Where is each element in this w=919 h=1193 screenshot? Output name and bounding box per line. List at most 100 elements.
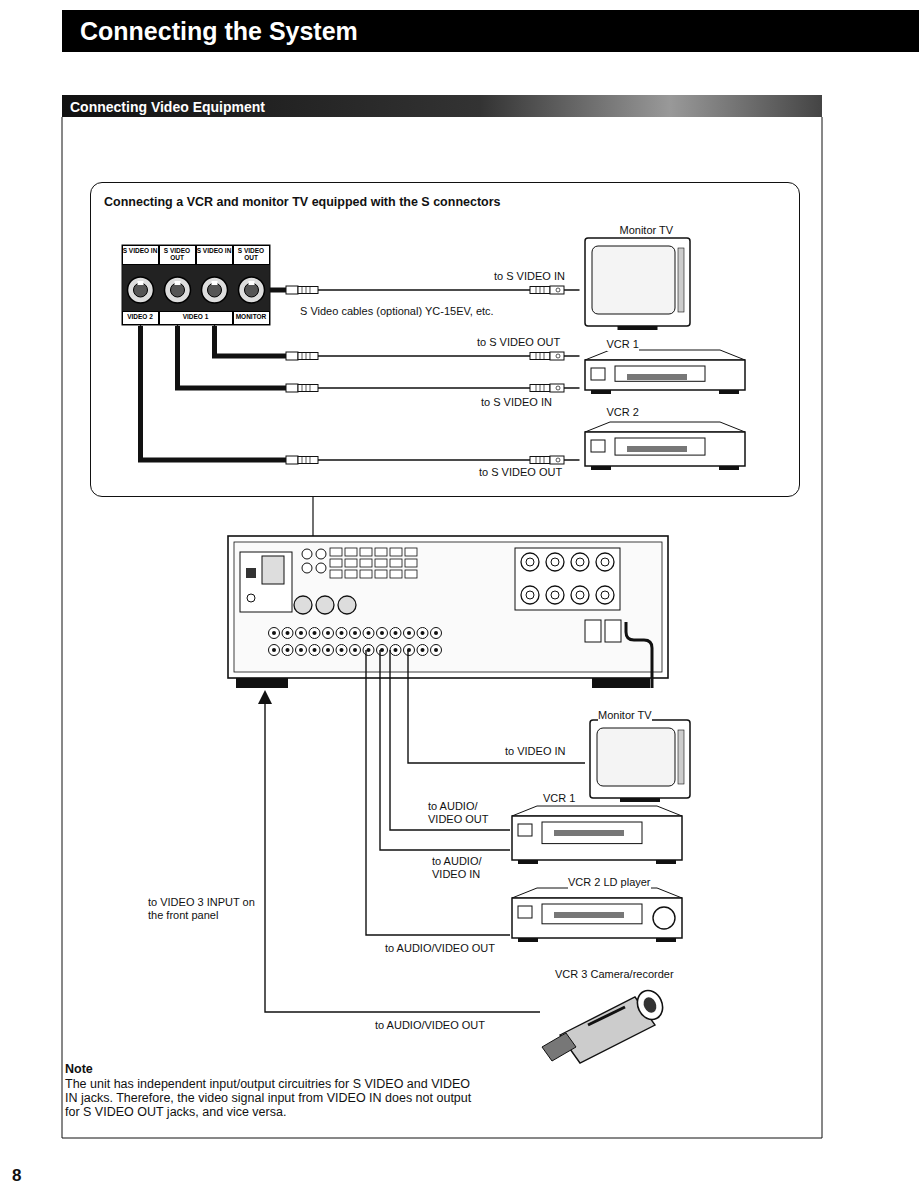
vcr-foot bbox=[656, 860, 676, 864]
plug bbox=[550, 352, 564, 360]
rca-jack bbox=[431, 645, 442, 656]
ac-outlet-core bbox=[526, 591, 534, 599]
receiver-foot bbox=[236, 678, 288, 688]
ac-outlet-core bbox=[576, 558, 584, 566]
ac-outlet-block bbox=[515, 548, 620, 610]
ac-outlet-core bbox=[551, 558, 559, 566]
rca-jack-pin bbox=[340, 648, 344, 652]
cable-line bbox=[390, 650, 510, 830]
plug-pin bbox=[556, 354, 560, 358]
subheader-bar bbox=[62, 95, 822, 117]
rca-jack-pin bbox=[380, 631, 384, 635]
rca-jack bbox=[390, 645, 401, 656]
tv-controls bbox=[678, 730, 684, 784]
vcr-front bbox=[512, 898, 682, 938]
plug bbox=[550, 456, 564, 464]
plug-grip-lines bbox=[536, 457, 544, 464]
speaker-terminal bbox=[345, 559, 357, 567]
rca-jack bbox=[302, 549, 312, 559]
vcr-front bbox=[512, 816, 682, 860]
s-video-jack bbox=[239, 277, 265, 303]
plug-pin bbox=[556, 386, 560, 390]
vcr-top bbox=[512, 806, 682, 816]
speaker-terminal bbox=[360, 559, 372, 567]
device-label: VCR 1 bbox=[543, 792, 575, 805]
s-video-jack-key bbox=[138, 281, 144, 285]
camcorder-handle bbox=[588, 1007, 625, 1025]
jack-label: S VIDEO OUT bbox=[159, 245, 196, 265]
speaker-terminal bbox=[405, 548, 417, 556]
rca-jack-pin bbox=[421, 631, 425, 635]
jack-label: MONITOR bbox=[233, 311, 270, 325]
ld-dial bbox=[653, 907, 675, 929]
device: Monitor TV bbox=[580, 218, 695, 330]
rca-jack bbox=[269, 645, 280, 656]
vcr-foot bbox=[719, 466, 739, 470]
device-label: VCR 2 bbox=[607, 406, 639, 419]
device-label: VCR 3 Camera/recorder bbox=[555, 968, 674, 981]
cable-line bbox=[380, 650, 510, 850]
vcr-front bbox=[585, 360, 745, 390]
rca-jack-pin bbox=[299, 648, 303, 652]
connection-label: to AUDIO/VIDEO OUT bbox=[385, 942, 495, 955]
speaker-terminal bbox=[405, 570, 417, 578]
rca-jack bbox=[323, 645, 334, 656]
plug-grip bbox=[298, 457, 318, 464]
connection-label: to AUDIO/VIDEO OUT bbox=[375, 1019, 485, 1032]
rca-jack bbox=[302, 563, 312, 573]
plug-pin bbox=[556, 288, 560, 292]
vcr-tape-slot bbox=[542, 822, 642, 844]
page-frame bbox=[62, 117, 822, 1138]
rca-jack-pin bbox=[313, 631, 317, 635]
connection-label: to S VIDEO OUT bbox=[478, 466, 563, 479]
tv-stand bbox=[620, 798, 660, 802]
plug bbox=[286, 456, 298, 464]
inset-heading: Connecting a VCR and monitor TV equipped… bbox=[104, 195, 799, 210]
speaker-terminal bbox=[330, 570, 342, 578]
vcr-foot bbox=[719, 390, 739, 394]
tv-screen bbox=[597, 728, 675, 786]
rca-jack-pin bbox=[313, 648, 317, 652]
tv-body bbox=[585, 238, 690, 326]
cable-thick bbox=[215, 326, 287, 356]
rca-jack bbox=[431, 628, 442, 639]
rca-jack-pin bbox=[272, 631, 276, 635]
s-video-jack-core bbox=[171, 283, 185, 297]
vcr-display bbox=[627, 446, 687, 452]
connection-label: to VIDEO IN bbox=[505, 745, 566, 758]
rca-jack-pin bbox=[434, 648, 438, 652]
vcr-foot bbox=[591, 390, 611, 394]
jack-panel: S VIDEO INS VIDEO OUTS VIDEO INS VIDEO O… bbox=[122, 245, 270, 325]
rca-jack bbox=[282, 645, 293, 656]
rca-jack-pin bbox=[434, 631, 438, 635]
rca-jack-pin bbox=[407, 631, 411, 635]
rca-jack bbox=[323, 628, 334, 639]
s-video-jack-core bbox=[208, 283, 222, 297]
rca-jack bbox=[404, 628, 415, 639]
ac-outlet bbox=[596, 586, 614, 604]
device: VCR 1 bbox=[510, 786, 690, 868]
antenna-terminal bbox=[246, 568, 256, 578]
cable-thick bbox=[141, 326, 287, 460]
s-video-jack-key bbox=[249, 281, 255, 285]
vcr-foot bbox=[591, 466, 611, 470]
rca-jack bbox=[363, 645, 374, 656]
page-title: Connecting the System bbox=[80, 16, 358, 46]
device-label: VCR 2 LD player bbox=[568, 876, 651, 889]
device: VCR 1 bbox=[580, 332, 750, 396]
note-text: The unit has independent input/output ci… bbox=[65, 1077, 480, 1119]
rca-jack bbox=[417, 628, 428, 639]
ac-outlet bbox=[546, 553, 564, 571]
rca-jack-pin bbox=[272, 648, 276, 652]
rca-jack bbox=[282, 628, 293, 639]
s-video-jack bbox=[316, 596, 334, 614]
connection-label: to AUDIO/ VIDEO IN bbox=[432, 855, 507, 881]
plug-grip-lines bbox=[536, 353, 544, 360]
plug-grip bbox=[298, 385, 318, 392]
device: VCR 2 LD player bbox=[510, 870, 690, 946]
ac-outlet-core bbox=[576, 591, 584, 599]
plug-grip-lines bbox=[536, 385, 544, 392]
vcr-tape-slot bbox=[542, 904, 642, 924]
plug-pin bbox=[556, 458, 560, 462]
